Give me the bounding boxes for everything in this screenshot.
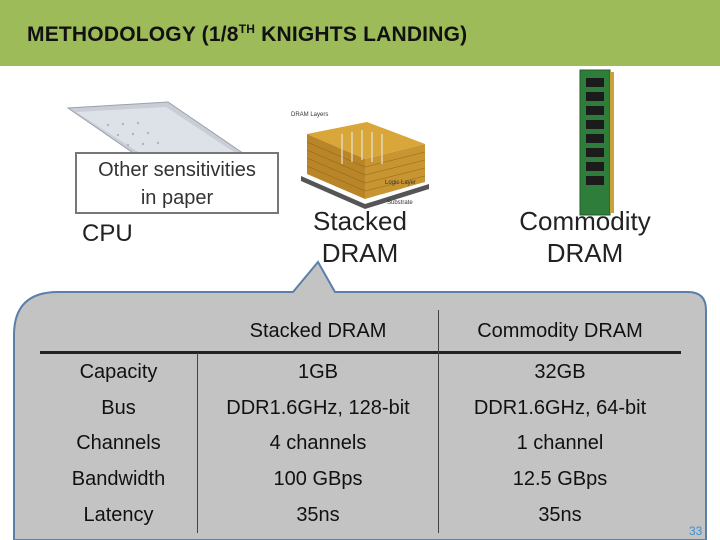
cell-latency-stacked: 35ns <box>296 504 340 526</box>
table-column-divider-1 <box>197 353 198 533</box>
stacked-dram-image: DRAM Layers Logic Layer Substrate <box>291 112 429 209</box>
row-label-bus: Bus <box>101 397 136 419</box>
slide-title: METHODOLOGY (1/8TH KNIGHTS LANDING) <box>27 22 468 46</box>
stacked-label-line-1: Stacked <box>313 206 407 236</box>
table-header-rule <box>40 351 681 354</box>
page-number: 33 <box>689 524 703 538</box>
callout-line-2: in paper <box>140 187 214 209</box>
cell-bus-commodity: DDR1.6GHz, 64-bit <box>473 397 647 419</box>
row-label-latency: Latency <box>83 504 154 526</box>
stack-label-logic-layer: Logic Layer <box>385 180 416 186</box>
table-header-stacked: Stacked DRAM <box>249 320 387 342</box>
row-label-capacity: Capacity <box>79 361 158 383</box>
commodity-dram-stick-image <box>579 69 614 216</box>
stacked-dram-label: Stacked DRAM <box>290 205 430 269</box>
cell-latency-commodity: 35ns <box>538 504 582 526</box>
table-column-divider-2 <box>438 310 439 533</box>
stack-label-substrate: Substrate <box>387 200 413 206</box>
stack-label-dram-layers: DRAM Layers <box>291 112 328 118</box>
title-bar <box>0 0 720 66</box>
cell-capacity-commodity: 32GB <box>534 361 586 383</box>
row-label-bandwidth: Bandwidth <box>71 468 166 490</box>
commodity-dram-label: Commodity DRAM <box>495 205 675 269</box>
cell-bandwidth-stacked: 100 GBps <box>273 468 363 490</box>
cell-channels-commodity: 1 channel <box>516 432 604 454</box>
callout-line-1: Other sensitivities <box>98 159 256 181</box>
cell-capacity-stacked: 1GB <box>297 361 339 383</box>
callout-box: Other sensitivities in paper <box>75 152 279 214</box>
row-label-channels: Channels <box>76 432 161 454</box>
table-header-commodity: Commodity DRAM <box>477 320 643 342</box>
cell-bandwidth-commodity: 12.5 GBps <box>512 468 608 490</box>
commodity-label-line-2: DRAM <box>546 238 624 268</box>
commodity-label-line-1: Commodity <box>519 206 651 236</box>
cpu-label: CPU <box>82 220 133 247</box>
cell-channels-stacked: 4 channels <box>269 432 367 454</box>
cell-bus-stacked: DDR1.6GHz, 128-bit <box>226 397 410 419</box>
stacked-label-line-2: DRAM <box>321 238 399 268</box>
